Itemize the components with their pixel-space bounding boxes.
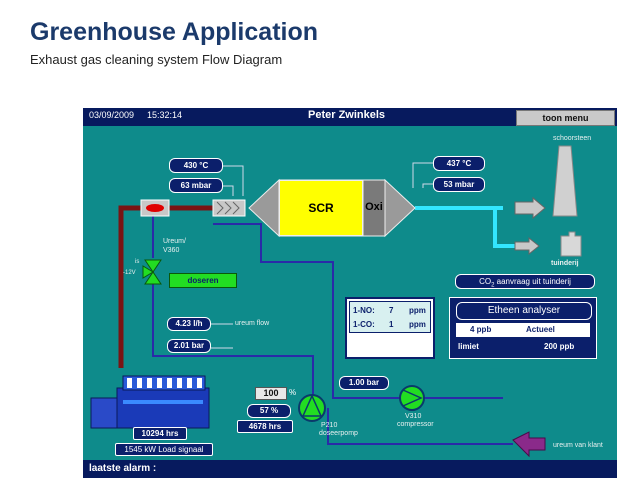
urea-supply-label: ureum van klant (553, 442, 603, 449)
urea-pressure-value: 2.01 bar (167, 339, 211, 353)
page-subtitle: Exhaust gas cleaning system Flow Diagram (30, 52, 283, 67)
inlet-pressure: 63 mbar (169, 178, 223, 193)
reactor-inlet-cone (248, 178, 280, 238)
urea-valve-id: V360 (163, 247, 180, 254)
scr-catalyst: SCR (279, 180, 363, 236)
ethene-current-label: Actueel (526, 325, 555, 334)
pump-running-hours: 4678 hrs (237, 420, 293, 433)
exhaust-pipe (118, 205, 141, 368)
greenhouse-icon (560, 231, 582, 257)
emission-panel: 1-NO: 7 ppm 1-CO: 1 ppm (345, 297, 435, 359)
time-display: 15:32:14 (147, 110, 183, 120)
reactor-outlet-cone (384, 178, 416, 238)
compressor-label: compressor (397, 421, 434, 428)
no-value: 7 (389, 306, 394, 315)
engine-load-signal: 1545 kW Load signaal (115, 443, 213, 456)
co2-request-indicator: CO2 aanvraag uit tuinderij (455, 274, 595, 289)
no-unit: ppm (409, 306, 426, 315)
pump-setpoint-input[interactable]: 100 (255, 387, 287, 400)
last-alarm-label: laatste alarm : (89, 463, 157, 474)
date-display: 03/09/2009 (89, 110, 135, 120)
chimney-arrow-icon (514, 196, 546, 220)
oxi-label: Oxi (365, 201, 383, 213)
valve-voltage-tag: -12V (123, 270, 136, 276)
chimney-label: schoorsteen (553, 135, 592, 142)
user-name: Peter Zwinkels (308, 109, 386, 121)
ethene-limit-value: 200 ppb (544, 342, 575, 351)
ethene-current-value: 4 ppb (470, 325, 492, 334)
urea-supply-arrow-icon (512, 431, 546, 458)
urea-flow-value: 4.23 l/h (167, 317, 211, 331)
engine-running-hours: 10294 hrs (133, 427, 187, 440)
outlet-temperature: 437 °C (433, 156, 485, 171)
scr-label: SCR (308, 201, 334, 215)
pump-id: P210 (321, 422, 338, 429)
urea-valve-icon (144, 259, 162, 273)
urea-flow-label: ureum flow (235, 320, 270, 327)
co-value: 1 (389, 320, 394, 329)
inlet-temperature: 430 °C (169, 158, 223, 173)
pump-label: doseerpomp (319, 430, 358, 437)
alarm-bar: laatste alarm : (83, 460, 617, 478)
scada-screen: 03/09/2009 15:32:14 Peter Zwinkels toon … (83, 108, 617, 478)
ethene-limit-label: limiet (458, 342, 479, 351)
generator-icon (90, 397, 118, 429)
greenhouse-gas-pipe (493, 208, 515, 248)
compressor-pressure: 1.00 bar (339, 376, 389, 390)
static-mixer (212, 199, 246, 217)
ethene-analyser-panel: Etheen analyser 4 ppb Actueel limiet 200… (449, 297, 597, 359)
ethene-title: Etheen analyser (456, 302, 592, 320)
ethene-current-reading: 4 ppb Actueel (456, 323, 590, 337)
co-label: 1-CO: (353, 320, 375, 329)
no-label: 1-NO: (353, 306, 375, 315)
engine-icon (116, 387, 210, 429)
outlet-pressure: 53 mbar (433, 177, 485, 192)
pipe-network (90, 145, 582, 458)
urea-valve-name: Ureum/ (163, 238, 186, 245)
show-menu-button[interactable]: toon menu (516, 110, 615, 126)
dose-button[interactable]: doseren (169, 273, 237, 288)
greenhouse-label: tuinderij (551, 260, 579, 267)
page-title: Greenhouse Application (30, 18, 319, 46)
pump-setpoint-unit: % (289, 388, 297, 397)
chimney-icon (552, 145, 578, 217)
valve-status-tag: is (135, 259, 140, 265)
top-bar: 03/09/2009 15:32:14 Peter Zwinkels toon … (83, 108, 617, 126)
compressor-id: V310 (405, 413, 422, 420)
co-unit: ppm (409, 320, 426, 329)
pump-actual-percent: 57 % (247, 404, 291, 418)
greenhouse-arrow-icon (514, 236, 540, 256)
dosing-pump-icon (298, 394, 326, 422)
